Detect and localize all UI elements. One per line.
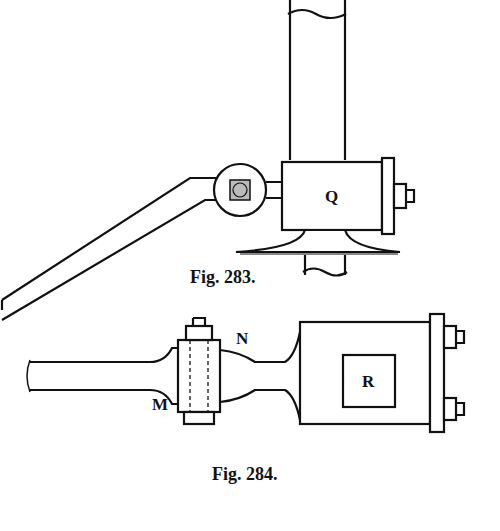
flange-plate <box>430 314 444 432</box>
square-pin <box>230 180 250 200</box>
bolt-head <box>186 326 212 340</box>
bent-arm <box>2 178 218 320</box>
flange <box>236 230 400 252</box>
part-letter: N <box>236 330 248 347</box>
fork <box>178 340 220 412</box>
break-line <box>288 10 346 18</box>
arm-link <box>266 182 282 198</box>
nut <box>394 184 406 208</box>
part-letter: R <box>362 373 374 390</box>
nut <box>444 326 456 348</box>
nut <box>184 412 214 424</box>
nut <box>444 398 456 420</box>
eye <box>214 164 266 216</box>
block-q <box>282 162 382 230</box>
body-r <box>300 322 430 424</box>
plate <box>382 158 394 234</box>
shaft <box>290 0 345 160</box>
figure-caption: Fig. 284. <box>212 465 278 483</box>
part-letter: Q <box>325 188 338 205</box>
pin <box>233 183 247 197</box>
shaft-lower <box>303 255 347 276</box>
bolt-end <box>406 190 414 202</box>
figure-caption: Fig. 283. <box>190 268 256 286</box>
square-hole <box>343 355 395 407</box>
neck-n <box>220 332 300 420</box>
part-letter: M <box>152 396 168 413</box>
